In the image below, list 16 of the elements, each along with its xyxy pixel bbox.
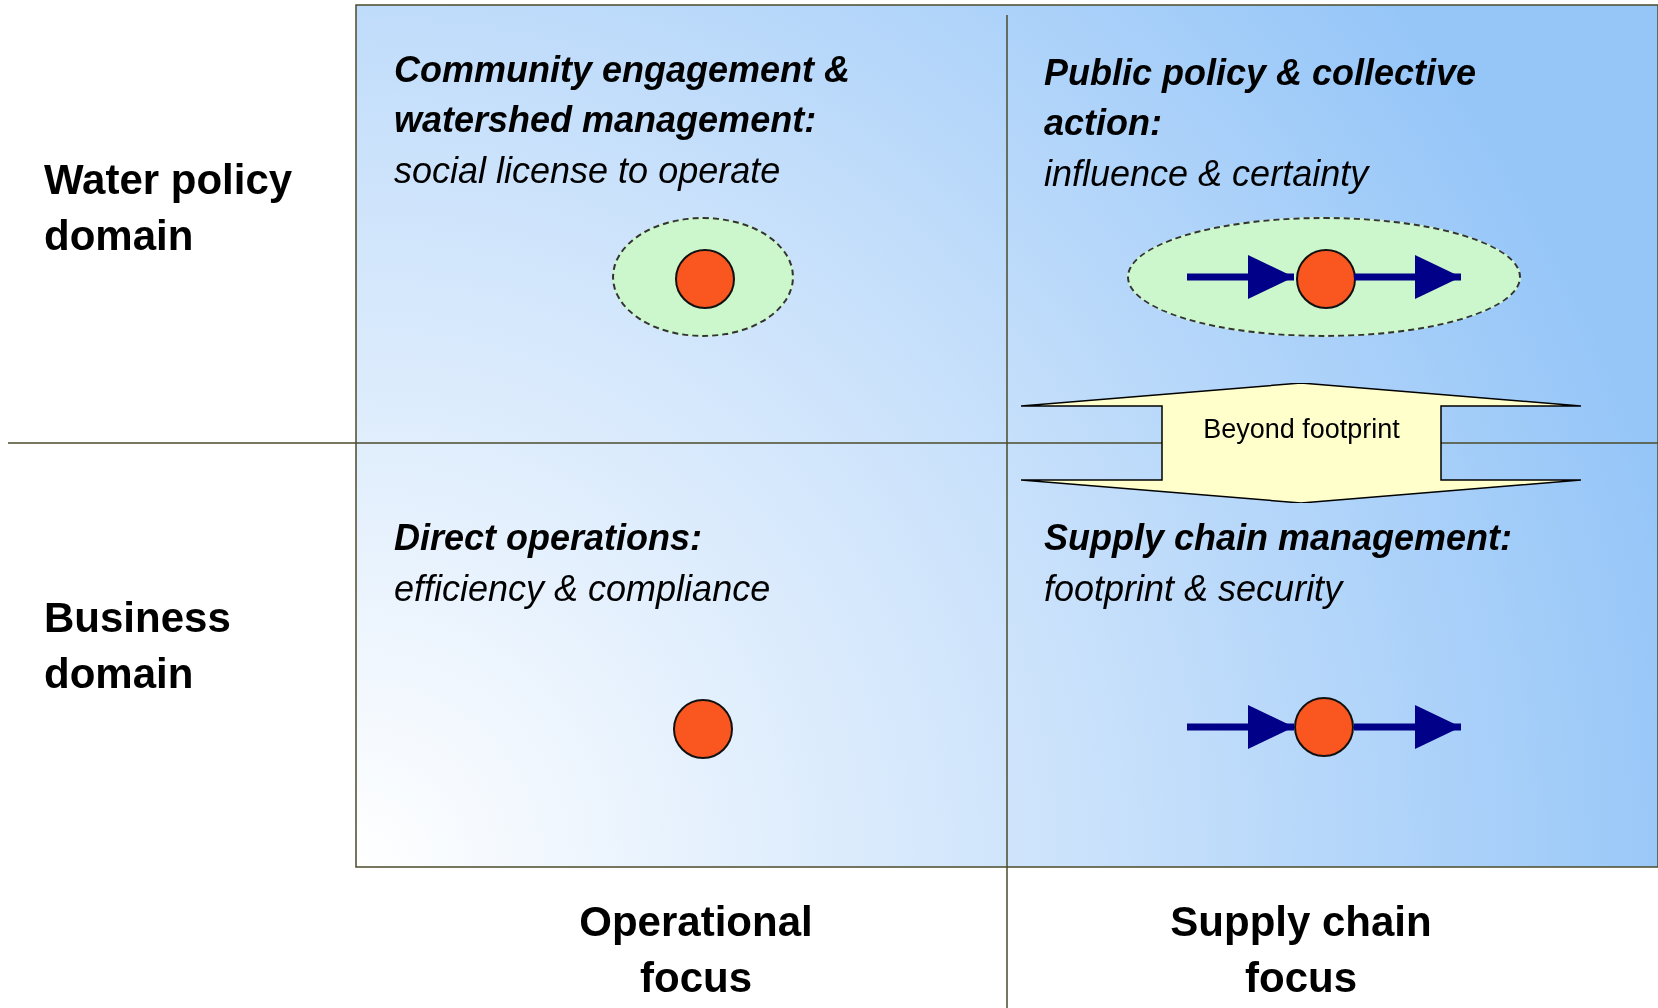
circle-marker bbox=[1296, 249, 1356, 309]
quadrant-heading: Direct operations: bbox=[394, 516, 704, 560]
quadrant-heading: Community engagement & watershed management: bbox=[394, 48, 852, 142]
axis-label: Business domain bbox=[44, 593, 232, 699]
axis-label: Supply chain focus bbox=[1169, 897, 1433, 1003]
double-block-arrow bbox=[1021, 383, 1581, 503]
axis-label: Water policy domain bbox=[44, 155, 294, 261]
axis-label: Operational focus bbox=[578, 897, 814, 1003]
quadrant-subtitle: footprint & security bbox=[1044, 567, 1345, 611]
circle-marker bbox=[675, 249, 735, 309]
quadrant-subtitle: efficiency & compliance bbox=[394, 567, 772, 611]
quadrant-heading: Supply chain management: bbox=[1044, 516, 1514, 560]
quadrant-subtitle: social license to operate bbox=[394, 149, 782, 193]
arrow-label: Beyond footprint bbox=[1202, 413, 1401, 446]
quadrant-subtitle: influence & certainty bbox=[1044, 152, 1371, 196]
quadrant-heading: Public policy & collective action: bbox=[1044, 51, 1478, 145]
